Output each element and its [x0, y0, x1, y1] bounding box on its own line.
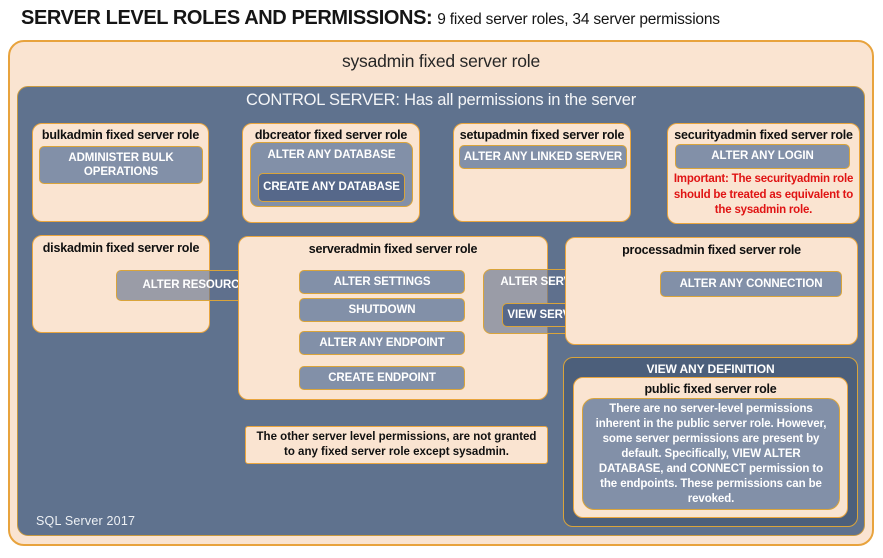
permission-alter-any-endpoint: ALTER ANY ENDPOINT [299, 331, 465, 355]
securityadmin-role-label: securityadmin fixed server role [674, 128, 853, 142]
serveradmin-role-label: serveradmin fixed server role [308, 242, 478, 256]
sql-server-version-label: SQL Server 2017 [36, 514, 136, 528]
public-role-label: public fixed server role [644, 382, 777, 396]
permission-alter-any-login: ALTER ANY LOGIN [675, 144, 850, 169]
permission-create-any-database: CREATE ANY DATABASE [258, 173, 405, 202]
setupadmin-role-label: setupadmin fixed server role [459, 128, 625, 142]
page-title-main: SERVER LEVEL ROLES AND PERMISSIONS: [21, 7, 433, 29]
diskadmin-role-label: diskadmin fixed server role [42, 241, 200, 255]
permission-create-endpoint: CREATE ENDPOINT [299, 366, 465, 390]
permission-view-any-definition: VIEW ANY DEFINITION [646, 362, 775, 376]
sysadmin-role-label: sysadmin fixed server role [341, 51, 541, 71]
dbcreator-role-label: dbcreator fixed server role [254, 128, 408, 142]
page-title: SERVER LEVEL ROLES AND PERMISSIONS:9 fix… [21, 7, 720, 30]
permission-administer-bulk-operations: ADMINISTER BULK OPERATIONS [39, 146, 203, 184]
bulkadmin-role-label: bulkadmin fixed server role [41, 128, 200, 142]
setupadmin-role-box [453, 123, 631, 222]
securityadmin-role-box [667, 123, 860, 224]
permission-alter-settings: ALTER SETTINGS [299, 270, 465, 294]
public-role-description: There are no server-level permissions in… [582, 398, 840, 510]
permission-shutdown: SHUTDOWN [299, 298, 465, 322]
other-permissions-note: The other server level permissions, are … [245, 426, 548, 464]
permission-alter-any-linked-server: ALTER ANY LINKED SERVER [459, 145, 627, 169]
control-server-label: CONTROL SERVER: Has all permissions in t… [246, 91, 636, 109]
permission-alter-any-connection: ALTER ANY CONNECTION [660, 271, 842, 297]
securityadmin-warning-text: Important: The securityadmin role should… [673, 173, 854, 216]
page-title-subtitle: 9 fixed server roles, 34 server permissi… [437, 11, 720, 28]
processadmin-role-label: processadmin fixed server role [622, 243, 801, 257]
